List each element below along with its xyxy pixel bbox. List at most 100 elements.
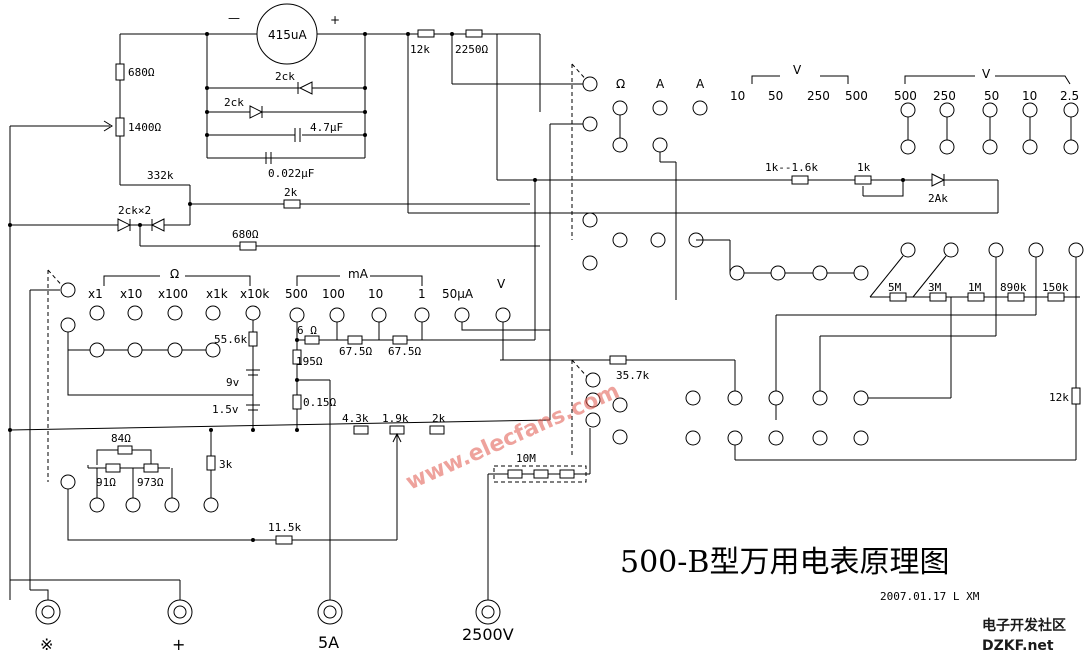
resistor-5m xyxy=(889,292,907,302)
label-4-3k: 4.3k xyxy=(342,412,369,425)
dcV-range-50[interactable]: 50 xyxy=(984,89,999,103)
resistor-91 xyxy=(105,463,121,473)
ohm-range-x1[interactable]: x1 xyxy=(88,287,103,301)
diode-2ckx2-b xyxy=(150,218,165,232)
label-2ckx2: 2ck×2 xyxy=(118,204,151,217)
top-acA-label: A xyxy=(656,77,665,91)
top-switch-pole-d[interactable] xyxy=(582,255,598,271)
terminal-plus-label: + xyxy=(172,635,185,654)
resistor-1k xyxy=(854,175,872,185)
resistor-11-5k xyxy=(275,535,293,545)
terminal-common-label: ※ xyxy=(40,635,53,654)
resistor-150k xyxy=(1047,292,1065,302)
bottom-switch-pole-a[interactable] xyxy=(60,282,76,298)
label-973: 973Ω xyxy=(137,476,164,489)
resistor-2k-a xyxy=(283,199,301,209)
bottom-V-label: V xyxy=(497,277,506,291)
top-dcV-label: V xyxy=(982,67,991,81)
label-4-7uf: 4.7μF xyxy=(310,121,343,134)
top-switch-pole-c[interactable] xyxy=(582,212,598,228)
label-11-5k: 11.5k xyxy=(268,521,301,534)
top-switch-pole-a[interactable] xyxy=(582,76,598,92)
resistor-3m xyxy=(929,292,947,302)
label-10m: 10M xyxy=(516,452,536,465)
terminal-5a-label: 5A xyxy=(318,633,339,652)
mA-range-100[interactable]: 100 xyxy=(322,287,345,301)
mA-range-10[interactable]: 10 xyxy=(368,287,383,301)
ohm-range-x10[interactable]: x10 xyxy=(120,287,142,301)
label-91: 91Ω xyxy=(96,476,116,489)
label-1m: 1M xyxy=(968,281,982,294)
bottom-mA-label: mA xyxy=(348,267,369,281)
resistor-67-5-b xyxy=(392,335,408,345)
bottom-ohm-label: Ω xyxy=(170,267,179,281)
acV-range-10[interactable]: 10 xyxy=(730,89,745,103)
resistor-680 xyxy=(115,63,125,81)
label-1k-16k: 1k--1.6k xyxy=(765,161,818,174)
diode-2ak xyxy=(931,173,946,187)
resistor-680-b xyxy=(239,241,257,251)
label-1-5v: 1.5v xyxy=(212,403,239,416)
logo-en: DZKF.net xyxy=(982,638,1054,654)
dcV-range-2.5[interactable]: 2.5 xyxy=(1060,89,1079,103)
resistor-2250 xyxy=(465,29,483,38)
resistor-973 xyxy=(143,463,159,473)
label-0-15: 0.15Ω xyxy=(303,396,336,409)
dcV-range-500[interactable]: 500 xyxy=(894,89,917,103)
top-switch-pole-b[interactable] xyxy=(582,116,598,132)
label-67-5-a: 67.5Ω xyxy=(339,345,372,358)
label-9v: 9v xyxy=(226,376,240,389)
resistor-1400 xyxy=(115,117,125,137)
mA-range-500[interactable]: 500 xyxy=(285,287,308,301)
diode-2ck-b xyxy=(249,105,264,119)
resistor-890k xyxy=(1007,292,1025,302)
dcV-range-250[interactable]: 250 xyxy=(933,89,956,103)
resistor-67-5-a xyxy=(347,335,363,345)
label-2k-a: 2k xyxy=(284,186,298,199)
label-2ak: 2Ak xyxy=(928,192,948,205)
label-2ck-a: 2ck xyxy=(275,70,295,83)
ohm-range-x10k[interactable]: x10k xyxy=(240,287,269,301)
label-84: 84Ω xyxy=(111,432,131,445)
acV-range-500[interactable]: 500 xyxy=(845,89,868,103)
ohm-range-x1k[interactable]: x1k xyxy=(206,287,228,301)
label-195: 195Ω xyxy=(296,355,323,368)
label-680: 680Ω xyxy=(128,66,155,79)
acV-range-250[interactable]: 250 xyxy=(807,89,830,103)
label-5m: 5M xyxy=(888,281,902,294)
label-55-6k: 55.6k xyxy=(214,333,247,346)
bottom-switch-pole-c[interactable] xyxy=(60,474,76,490)
acV-range-50[interactable]: 50 xyxy=(768,89,783,103)
label-6: 6 Ω xyxy=(297,324,317,337)
resistor-357k xyxy=(609,355,627,365)
uA-range-50[interactable]: 50μA xyxy=(442,287,474,301)
label-0022uf: 0.022μF xyxy=(268,167,314,180)
label-357k: 35.7k xyxy=(616,369,649,382)
resistor-84 xyxy=(117,445,133,455)
resistor-0-15 xyxy=(292,394,302,410)
label-150k: 150k xyxy=(1042,281,1069,294)
mA-range-1[interactable]: 1 xyxy=(418,287,426,301)
bottom-switch-pole-b[interactable] xyxy=(60,317,76,333)
dcV-range-10[interactable]: 10 xyxy=(1022,89,1037,103)
label-3k: 3k xyxy=(219,458,233,471)
resistor-195 xyxy=(292,349,302,365)
resistor-6 xyxy=(304,335,320,345)
diode-2ck-a xyxy=(298,81,313,95)
diode-2ckx2-a xyxy=(117,218,132,232)
label-1400: 1400Ω xyxy=(128,121,161,134)
resistor-4-3k xyxy=(353,425,369,435)
meter-plus: + xyxy=(330,13,340,27)
resistor-3k xyxy=(206,455,216,471)
top-dcA-label: A xyxy=(696,77,705,91)
label-12k: 12k xyxy=(410,43,430,56)
label-680-b: 680Ω xyxy=(232,228,259,241)
top-ohm-label: Ω xyxy=(616,77,625,91)
terminal-2500v-label: 2500V xyxy=(462,625,514,644)
resistor-12k xyxy=(417,29,435,38)
ohm-range-x100[interactable]: x100 xyxy=(158,287,188,301)
label-1k: 1k xyxy=(857,161,871,174)
meter-label: 415uA xyxy=(268,28,308,42)
label-3m: 3M xyxy=(928,281,942,294)
